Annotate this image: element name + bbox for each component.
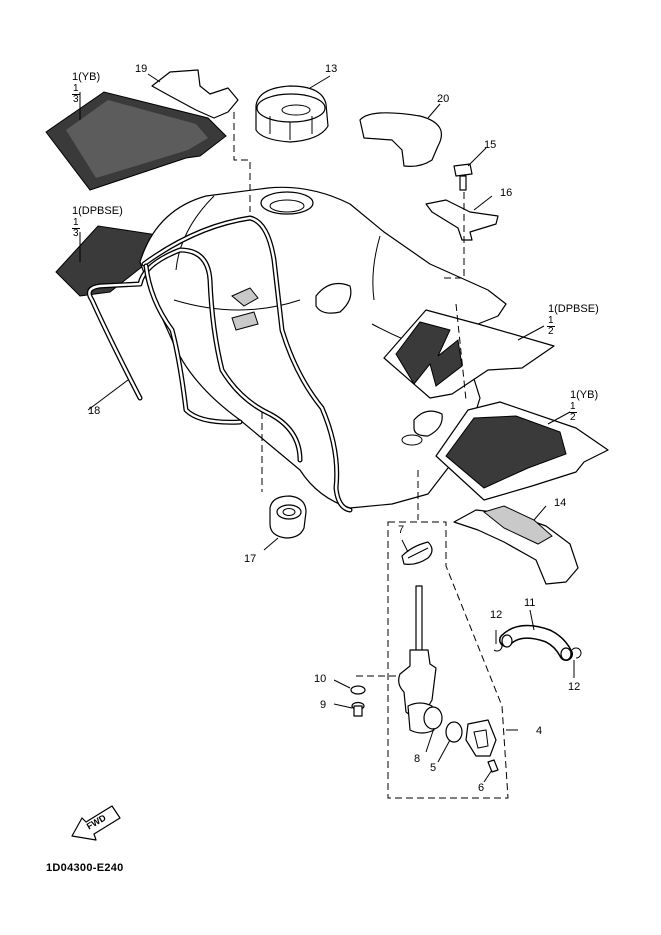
callout-1-dpbse-right: 1(DPBSE) bbox=[548, 303, 599, 315]
diagram-code: 1D04300-E240 bbox=[46, 862, 124, 874]
part-6-lever-plate bbox=[465, 719, 499, 773]
leader-lines bbox=[79, 73, 575, 783]
callout-16: 16 bbox=[500, 187, 513, 199]
part-13-fuel-cap bbox=[255, 85, 329, 143]
part-16-bracket bbox=[425, 199, 499, 241]
part-12-clip-left bbox=[493, 641, 503, 652]
callout-19: 19 bbox=[135, 63, 148, 75]
part-20-cap-cover-pad bbox=[359, 112, 442, 167]
part-10-washer bbox=[350, 685, 366, 695]
callout-14: 14 bbox=[554, 497, 567, 509]
part-11-fuel-hose bbox=[499, 624, 573, 661]
callout-1-yb-right: 1(YB) bbox=[570, 389, 599, 401]
part-1-dpbse-graphic-right-pattern bbox=[395, 321, 463, 387]
fuel-cock-assembly-box bbox=[387, 521, 509, 799]
callout-11: 11 bbox=[524, 597, 536, 609]
part-1-yb-graphic-top-highlight bbox=[66, 100, 208, 178]
callout-18: 18 bbox=[88, 405, 101, 417]
callout-8: 8 bbox=[414, 753, 421, 765]
part-1-yb-graphic-right-pattern bbox=[445, 415, 567, 489]
callout-12-left: 12 bbox=[490, 609, 503, 621]
part-19-decal bbox=[151, 69, 239, 119]
callout-15: 15 bbox=[484, 139, 497, 151]
part-9-screw bbox=[351, 701, 365, 717]
callout-1-yb-top: 1(YB) bbox=[72, 71, 101, 83]
callout-4: 4 bbox=[536, 725, 543, 737]
part-15-bolt bbox=[453, 163, 473, 191]
callout-17: 17 bbox=[244, 553, 257, 565]
part-8-fuel-cock bbox=[398, 585, 443, 734]
part-12-clip-right bbox=[571, 647, 582, 659]
callout-5: 5 bbox=[430, 762, 437, 774]
callout-6: 6 bbox=[478, 782, 485, 794]
part-14-bracket-tab bbox=[482, 505, 553, 545]
callout-12-right: 12 bbox=[568, 681, 581, 693]
callout-20: 20 bbox=[437, 93, 450, 105]
callout-1-dpbse-left: 1(DPBSE) bbox=[72, 205, 123, 217]
fwd-arrow-icon bbox=[71, 805, 121, 841]
callout-9: 9 bbox=[320, 699, 327, 711]
part-18-tank-trim bbox=[86, 215, 353, 513]
alignment-lines bbox=[233, 112, 467, 677]
callout-10: 10 bbox=[314, 673, 327, 685]
callout-13: 13 bbox=[325, 63, 338, 75]
callout-7: 7 bbox=[398, 524, 405, 536]
part-5-gasket bbox=[445, 721, 463, 743]
part-17-grommet bbox=[269, 495, 307, 539]
